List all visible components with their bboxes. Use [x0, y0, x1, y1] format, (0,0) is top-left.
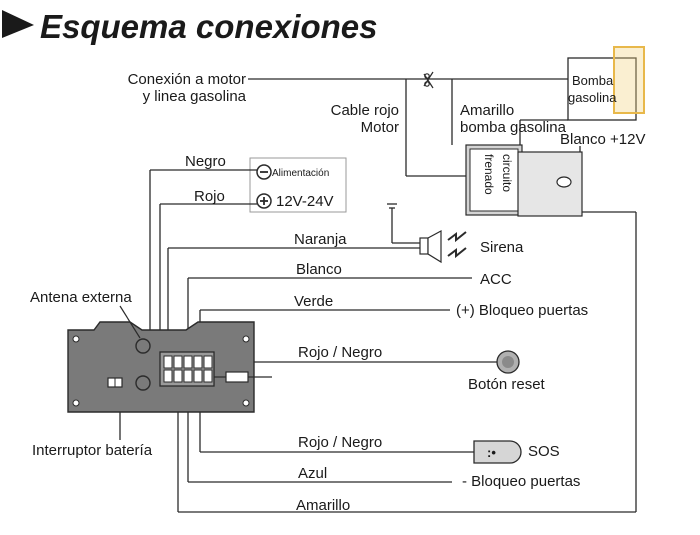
antenna-pointer: [119, 305, 141, 339]
device-port-circle: [135, 375, 151, 391]
interruptor-label: Interruptor batería: [32, 442, 153, 459]
brake-circuit-label-2: frenado: [482, 154, 496, 195]
sos-button-text: :•: [487, 445, 496, 460]
pump-label-1: Bomba: [572, 73, 614, 88]
rojo-negro-label-2: Rojo / Negro: [298, 434, 382, 451]
blanco-label: Blanco: [296, 261, 342, 278]
device-fuse: [225, 371, 249, 383]
rojo-label: Rojo: [194, 188, 225, 205]
naranja-label: Naranja: [294, 231, 347, 248]
sos-button-icon: :•: [473, 440, 522, 464]
rojo-negro-label-1: Rojo / Negro: [298, 344, 382, 361]
power-title: Alimentación: [272, 168, 329, 179]
plus-circle-icon: [256, 193, 272, 209]
amarillo-label: Amarillo: [296, 497, 350, 514]
yellow-pump-label-1: Amarillo: [460, 102, 514, 119]
brake-circuit-relay: circuito frenado: [465, 144, 583, 217]
reset-label: Botón reset: [468, 376, 546, 393]
fuel-pump-highlight: [613, 46, 645, 114]
negro-label: Negro: [185, 153, 226, 170]
power-voltage: 12V-24V: [276, 193, 334, 210]
harness-wires: [119, 169, 636, 513]
engine-connection-label-1: Conexión a motor: [128, 71, 246, 88]
engine-wiring: [248, 78, 637, 512]
minus-circle-icon: [256, 164, 272, 180]
white-12v-label: Blanco +12V: [560, 131, 645, 148]
red-cable-label-1: Cable rojo: [331, 102, 399, 119]
sos-label: SOS: [528, 443, 560, 460]
ground-icon: [387, 203, 420, 244]
pump-label-2: gasolina: [568, 90, 617, 105]
acc-label: ACC: [480, 271, 512, 288]
scissors-icon: [423, 71, 434, 89]
azul-label: Azul: [298, 465, 327, 482]
reset-button-icon: [496, 350, 520, 374]
sirena-label: Sirena: [480, 239, 524, 256]
diagram-title: Esquema conexiones: [40, 8, 377, 45]
gps-device: [67, 321, 272, 413]
siren-icon: [419, 229, 467, 264]
antena-label: Antena externa: [30, 289, 132, 306]
relay-hole: [556, 176, 572, 188]
engine-connection-label-2: y linea gasolina: [143, 88, 247, 105]
verde-label: Verde: [294, 293, 333, 310]
fuel-pump-box: [567, 57, 637, 121]
lock-plus-label: (+) Bloqueo puertas: [456, 302, 588, 319]
lock-minus-label: - Bloqueo puertas: [462, 473, 580, 490]
red-cable-label-2: Motor: [361, 119, 399, 136]
title-arrow-icon: [2, 10, 34, 38]
yellow-pump-label-2: bomba gasolina: [460, 119, 567, 136]
brake-circuit-label-1: circuito: [500, 154, 514, 192]
antenna-icon: [135, 338, 151, 354]
